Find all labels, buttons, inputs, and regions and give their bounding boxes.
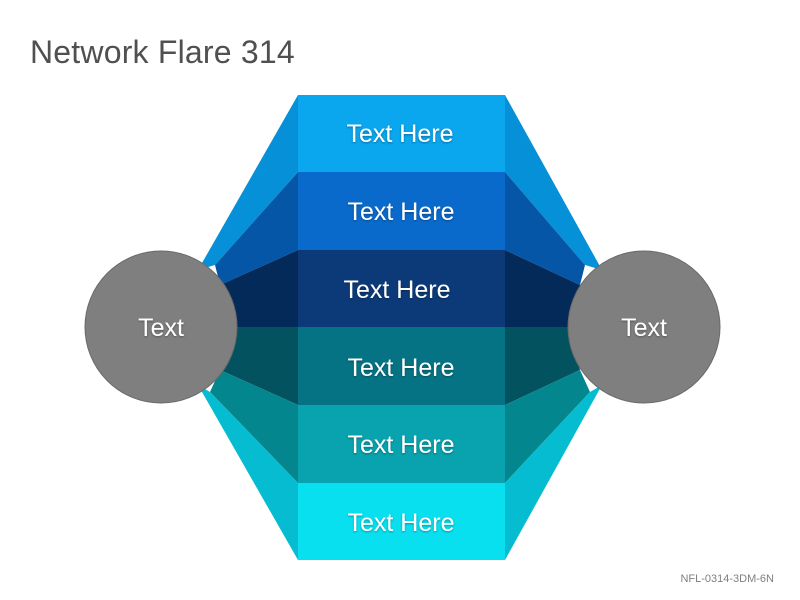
band-6 — [298, 483, 505, 560]
band-1-right-face — [505, 95, 602, 270]
band-5 — [298, 405, 505, 483]
band-5-label: Text Here — [348, 431, 455, 459]
band-6-left-face — [198, 385, 298, 560]
band-6-label: Text Here — [348, 509, 455, 537]
band-4-label: Text Here — [348, 354, 455, 382]
band-1 — [298, 95, 505, 172]
band-4-left-face — [220, 327, 298, 405]
right-node-label: Text — [621, 314, 667, 342]
footer-code: NFL-0314-3DM-6N — [680, 573, 774, 585]
band-1-left-face — [198, 95, 298, 270]
left-node-label: Text — [138, 314, 184, 342]
band-5-right-face — [505, 370, 590, 483]
band-3-right-face — [505, 250, 580, 327]
band-2-label: Text Here — [348, 198, 455, 226]
band-2-right-face — [505, 172, 585, 285]
band-3-label: Text Here — [344, 276, 451, 304]
band-2 — [298, 172, 505, 250]
right-node — [567, 250, 721, 404]
band-5-left-face — [210, 370, 298, 483]
band-4-right-face — [505, 327, 580, 405]
band-3 — [298, 250, 505, 327]
left-node — [84, 250, 238, 404]
band-3-left-face — [220, 250, 298, 327]
page-title: Network Flare 314 — [30, 34, 295, 70]
band-4 — [298, 327, 505, 405]
band-6-right-face — [505, 385, 602, 560]
band-1-label: Text Here — [347, 120, 454, 148]
band-2-left-face — [215, 172, 298, 285]
